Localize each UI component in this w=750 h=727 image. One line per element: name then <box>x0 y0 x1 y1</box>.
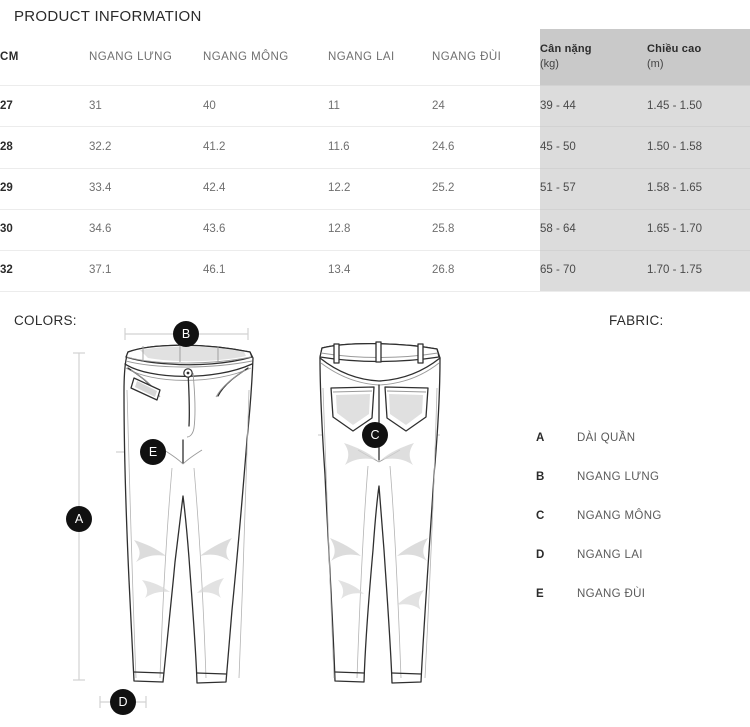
cell-height: 1.58 - 1.65 <box>647 181 702 194</box>
height-unit: (m) <box>647 58 664 70</box>
legend-item: E NGANG ĐÙI <box>532 588 750 627</box>
marker-a: A <box>66 506 92 532</box>
table-divider <box>0 168 750 169</box>
cell-cm: 30 <box>0 223 13 236</box>
table-divider <box>0 126 750 127</box>
column-header-thigh: NGANG ĐÙI <box>432 51 502 63</box>
cell-hip: 43.6 <box>203 223 226 236</box>
legend-key-b: B <box>536 471 545 483</box>
cell-thigh: 24 <box>432 99 445 112</box>
cell-waist: 34.6 <box>89 223 112 236</box>
column-header-waist: NGANG LƯNG <box>89 51 173 63</box>
column-header-height: Chiều cao (m) <box>647 29 750 85</box>
marker-b: B <box>173 321 199 347</box>
legend-key-e: E <box>536 588 544 600</box>
cell-hip: 41.2 <box>203 140 226 153</box>
cell-hem: 11.6 <box>328 140 350 153</box>
table-divider <box>0 250 750 251</box>
cell-hem: 11 <box>328 99 340 112</box>
jeans-technical-drawing: .ln { fill:none; stroke:#2f2f2f; stroke-… <box>73 328 441 708</box>
cell-hem: 13.4 <box>328 264 351 277</box>
table-body: 27 31 40 11 24 39 - 44 1.45 - 1.50 28 32… <box>0 85 750 291</box>
cell-hip: 46.1 <box>203 264 226 277</box>
column-header-hem: NGANG LAI <box>328 51 395 63</box>
cell-weight: 65 - 70 <box>540 264 576 277</box>
table-divider <box>540 85 750 86</box>
cell-waist: 31 <box>89 99 102 112</box>
legend-label-e: NGANG ĐÙI <box>577 588 646 600</box>
cell-waist: 32.2 <box>89 140 112 153</box>
measurement-legend: A DÀI QUẦN B NGANG LƯNG C NGANG MÔNG D N… <box>532 432 750 627</box>
cell-height: 1.65 - 1.70 <box>647 223 702 236</box>
legend-item: C NGANG MÔNG <box>532 510 750 549</box>
cell-weight: 58 - 64 <box>540 223 576 236</box>
cell-weight: 51 - 57 <box>540 181 576 194</box>
table-divider <box>540 168 750 169</box>
cell-waist: 33.4 <box>89 181 112 194</box>
cell-cm: 29 <box>0 181 13 194</box>
jeans-back-view <box>319 341 441 684</box>
cell-thigh: 24.6 <box>432 140 455 153</box>
table-divider <box>0 209 750 210</box>
legend-label-c: NGANG MÔNG <box>577 510 662 522</box>
cell-thigh: 25.8 <box>432 223 455 236</box>
column-header-hip: NGANG MÔNG <box>203 51 289 63</box>
marker-e: E <box>140 439 166 465</box>
cell-thigh: 26.8 <box>432 264 455 277</box>
legend-key-c: C <box>536 510 545 522</box>
legend-item: B NGANG LƯNG <box>532 471 750 510</box>
fabric-section-label: FABRIC: <box>609 313 664 328</box>
table-row: 29 33.4 42.4 12.2 25.2 51 - 57 1.58 - 1.… <box>0 167 750 208</box>
measurement-highlight-header <box>540 29 750 85</box>
cell-cm: 28 <box>0 140 13 153</box>
marker-c: C <box>362 422 388 448</box>
size-chart-table: CM NGANG LƯNG NGANG MÔNG NGANG LAI NGANG… <box>0 29 750 292</box>
page-title: PRODUCT INFORMATION <box>14 8 202 25</box>
legend-label-d: NGANG LAI <box>577 549 643 561</box>
legend-key-d: D <box>536 549 545 561</box>
legend-label-a: DÀI QUẦN <box>577 432 636 444</box>
cell-weight: 39 - 44 <box>540 99 576 112</box>
marker-d: D <box>110 689 136 715</box>
cell-hem: 12.8 <box>328 223 351 236</box>
table-divider <box>540 209 750 210</box>
legend-item: A DÀI QUẦN <box>532 432 750 471</box>
cell-hip: 42.4 <box>203 181 226 194</box>
column-header-cm: CM <box>0 51 19 63</box>
cell-hip: 40 <box>203 99 216 112</box>
weight-unit: (kg) <box>540 58 559 70</box>
height-title: Chiều cao <box>647 43 702 56</box>
jeans-front-view <box>123 343 254 684</box>
colors-section-label: COLORS: <box>14 313 77 328</box>
weight-title: Cân nặng <box>540 43 592 56</box>
legend-item: D NGANG LAI <box>532 549 750 588</box>
cell-hem: 12.2 <box>328 181 351 194</box>
cell-weight: 45 - 50 <box>540 140 576 153</box>
legend-label-b: NGANG LƯNG <box>577 471 660 483</box>
table-row: 30 34.6 43.6 12.8 25.8 58 - 64 1.65 - 1.… <box>0 209 750 250</box>
table-divider <box>0 85 750 86</box>
table-row: 32 37.1 46.1 13.4 26.8 65 - 70 1.70 - 1.… <box>0 250 750 291</box>
table-header-row: CM NGANG LƯNG NGANG MÔNG NGANG LAI NGANG… <box>0 29 750 85</box>
table-row: 28 32.2 41.2 11.6 24.6 45 - 50 1.50 - 1.… <box>0 126 750 167</box>
cell-cm: 27 <box>0 99 13 112</box>
table-divider <box>0 291 750 292</box>
cell-thigh: 25.2 <box>432 181 455 194</box>
table-divider <box>540 250 750 251</box>
column-header-weight: Cân nặng (kg) <box>540 29 647 85</box>
cell-height: 1.50 - 1.58 <box>647 140 702 153</box>
table-divider <box>540 126 750 127</box>
legend-key-a: A <box>536 432 545 444</box>
cell-cm: 32 <box>0 264 13 277</box>
table-row: 27 31 40 11 24 39 - 44 1.45 - 1.50 <box>0 85 750 126</box>
cell-height: 1.70 - 1.75 <box>647 264 702 277</box>
jeans-measurement-diagram: .ln { fill:none; stroke:#2f2f2f; stroke-… <box>0 300 530 727</box>
cell-waist: 37.1 <box>89 264 112 277</box>
cell-height: 1.45 - 1.50 <box>647 99 702 112</box>
